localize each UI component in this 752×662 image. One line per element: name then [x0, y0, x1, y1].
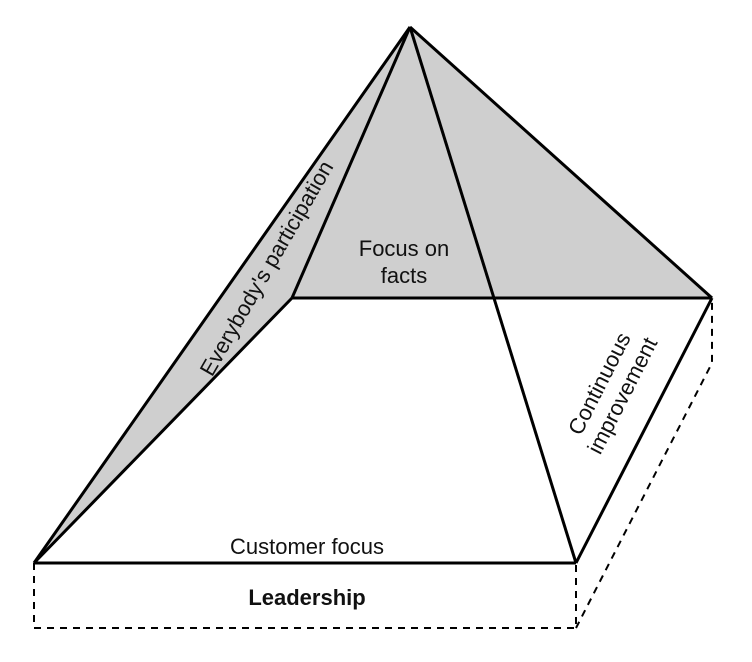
- edge-apex-inner: [290, 26, 412, 299]
- label-focus-on-facts-line2: facts: [381, 263, 427, 288]
- label-customer-focus: Customer focus: [230, 534, 384, 559]
- edge-apex-front: [408, 26, 578, 564]
- label-leadership: Leadership: [248, 585, 365, 610]
- edge-inner-left: [32, 296, 294, 565]
- leadership-base: [33, 298, 713, 629]
- back-face-focus-on-facts: [292, 27, 712, 298]
- edge-apex-left: [32, 26, 412, 564]
- base-side-dashed-edge: [575, 298, 713, 629]
- base-front-dashed-edge: [33, 563, 577, 629]
- pyramid-edges: [32, 25, 714, 565]
- edge-right-base: [574, 297, 714, 564]
- label-focus-on-facts-line1: Focus on: [359, 236, 450, 261]
- edge-apex-right: [408, 25, 714, 300]
